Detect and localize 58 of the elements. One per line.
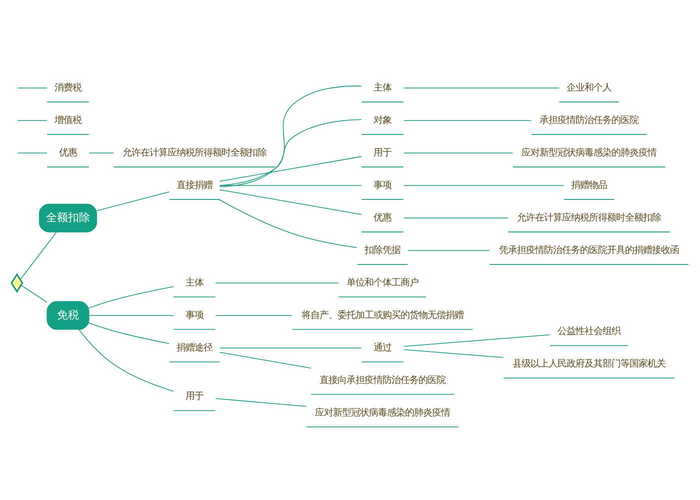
node-text: 将自产、委托加工或购买的货物无偿捐赠 bbox=[301, 309, 464, 320]
node-text: 捐赠物品 bbox=[571, 179, 608, 190]
connector bbox=[219, 347, 362, 348]
connector bbox=[219, 184, 362, 186]
connector bbox=[219, 85, 362, 187]
connector bbox=[219, 351, 312, 368]
connector bbox=[20, 284, 48, 302]
connector bbox=[17, 87, 48, 88]
node-text: 凭承担疫情防治任务的医院开具的捐赠接收函 bbox=[499, 244, 680, 256]
connector bbox=[219, 118, 362, 186]
connector bbox=[215, 398, 307, 406]
connector bbox=[17, 152, 48, 153]
node-text: 通过 bbox=[373, 342, 392, 353]
node-text: 企业和个人 bbox=[566, 82, 612, 93]
connector bbox=[88, 314, 174, 316]
node-text: 主体 bbox=[185, 276, 204, 288]
connector bbox=[88, 152, 114, 153]
node-text: 消费税 bbox=[54, 82, 82, 93]
node-text: 事项 bbox=[373, 179, 392, 190]
node-text: 用于 bbox=[373, 146, 392, 158]
node-text: 用于 bbox=[185, 390, 204, 402]
node-text: 承担疫情防治任务的医院 bbox=[540, 114, 639, 126]
connector bbox=[20, 231, 57, 280]
connector bbox=[215, 282, 339, 283]
node-text: 直接捐赠 bbox=[176, 179, 212, 190]
connector bbox=[96, 191, 170, 211]
node-text: 优惠 bbox=[58, 146, 77, 158]
node-text: 主体 bbox=[373, 82, 392, 93]
node-text: 增值税 bbox=[54, 114, 82, 126]
connector bbox=[403, 217, 509, 218]
connector bbox=[88, 286, 174, 308]
node-text: 应对新型冠状病毒感染的肺炎疫情 bbox=[314, 406, 450, 418]
node-box: 全额扣除 bbox=[38, 203, 97, 232]
connector bbox=[78, 328, 174, 392]
node-text: 直接向承担疫情防治任务的医院 bbox=[319, 374, 446, 386]
connector bbox=[403, 184, 564, 186]
connector bbox=[219, 188, 362, 214]
node-text: 应对新型冠状病毒感染的肺炎疫情 bbox=[522, 146, 657, 158]
connector bbox=[88, 322, 170, 344]
connector bbox=[218, 198, 358, 248]
node-text: 县级以上人民政府及其部门等国家机关 bbox=[512, 358, 666, 370]
node-text: 单位和个体工商户 bbox=[346, 276, 418, 288]
connector bbox=[403, 348, 504, 358]
node-text: 公益性社会组织 bbox=[558, 326, 621, 337]
node-diamond bbox=[10, 272, 24, 292]
connector bbox=[403, 152, 514, 153]
node-text: 对象 bbox=[373, 114, 392, 126]
node-box: 免税 bbox=[46, 300, 90, 330]
node-text: 事项 bbox=[185, 309, 204, 320]
node-text: 扣除凭据 bbox=[364, 244, 400, 256]
connector bbox=[403, 334, 550, 346]
connector bbox=[215, 314, 293, 316]
node-text: 捐赠途径 bbox=[176, 342, 212, 353]
connector bbox=[219, 156, 362, 182]
connector bbox=[403, 87, 560, 88]
node-text: 允许在计算应纳税所得额时全额扣除 bbox=[517, 212, 662, 223]
node-text: 允许在计算应纳税所得额时全额扣除 bbox=[122, 146, 266, 158]
node-text: 优惠 bbox=[373, 212, 392, 223]
